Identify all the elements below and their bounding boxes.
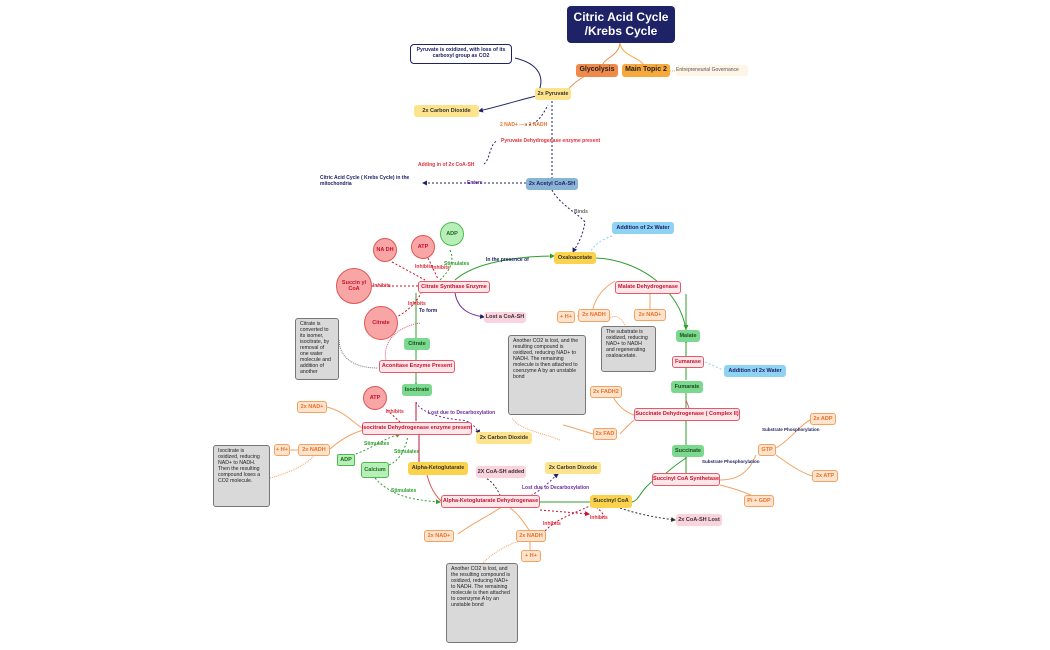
co2-node-c[interactable]: 2x Carbon Dioxide — [545, 462, 601, 474]
inhibits-label-g: Inhibits — [590, 515, 608, 521]
stimulates-label-a: Stimulates — [444, 261, 470, 267]
main-topic-node[interactable]: Main Topic 2 — [622, 64, 670, 77]
citrate-node[interactable]: Citrate — [404, 338, 430, 350]
pi-gdp-node[interactable]: Pi + GDP — [744, 495, 774, 507]
co2-node-b[interactable]: 2x Carbon Dioxide — [476, 432, 532, 444]
succinate-node[interactable]: Succinate — [672, 445, 704, 457]
hplus-node-b[interactable]: + H+ — [521, 550, 541, 562]
substrate-phos-label-a: Substrate Phosphorylation — [762, 427, 820, 432]
adp-node-b[interactable]: ADP — [337, 454, 355, 466]
enters-label: Enters — [467, 180, 483, 186]
nadh-circle[interactable]: NA DH — [373, 238, 397, 262]
co2-node-a[interactable]: 2x Carbon Dioxide — [414, 105, 479, 117]
water-node-a[interactable]: Addition of 2x Water — [612, 222, 674, 234]
nadh-node-a[interactable]: 2x NADH — [298, 444, 330, 456]
nad-conversion-label: 2 NAD+ ---> 2 NADH — [500, 122, 548, 128]
stimulates-label-b: Stimulates — [364, 441, 390, 447]
fumarase-node[interactable]: Fumarase — [672, 356, 704, 368]
to-form-label: To form — [419, 308, 438, 314]
lost-coa-node[interactable]: Lost a CoA-SH — [484, 312, 526, 323]
malate-node[interactable]: Malate — [676, 330, 700, 342]
isocitrate-dh-node[interactable]: Isocitrate Dehydrogenase enzyme present — [362, 422, 472, 435]
adding-coa-label: Adding in of 2x CoA-SH — [418, 162, 475, 168]
atp-node-c[interactable]: 2x ATP — [812, 470, 838, 482]
nadh-node-c[interactable]: 2x NADH — [578, 309, 610, 322]
governance-label: Entrepreneurial Governance — [676, 65, 748, 76]
inhibits-label-c: Inhibits — [373, 283, 391, 289]
fumarate-node[interactable]: Fumarate — [671, 381, 703, 393]
stimulates-label-c: Stimulates — [394, 449, 420, 455]
atp-circle-a[interactable]: ATP — [411, 235, 435, 259]
pyruvate-node[interactable]: 2x Pyruvate — [535, 88, 571, 100]
nad-plus-node-b[interactable]: 2x NAD+ — [424, 530, 454, 542]
presence-label: In the presence of — [486, 257, 529, 263]
inhibits-label-a: Inhibits — [415, 264, 433, 270]
alpha-ketoglutarate-node[interactable]: Alpha-Ketoglutarate — [408, 462, 468, 475]
inhibits-label-e: Inhibits — [386, 409, 404, 415]
malate-note: The substrate is oxidized, reducing NAD+… — [601, 326, 656, 372]
inhibits-label-d: Inhibits — [408, 301, 426, 307]
pdh-label: Pyruvate Dehydrogenase enzyme present — [501, 138, 601, 144]
akg-dh-node[interactable]: Alpha-Ketoglutarate Dehydrogenase — [441, 495, 540, 508]
nad-plus-node-a[interactable]: 2x NAD+ — [297, 401, 327, 413]
isocitrate-note: Isocitrate is oxidized, reducing NAD+ to… — [213, 445, 270, 507]
acetyl-coa-node[interactable]: 2x Acetyl CoA-SH — [526, 178, 578, 190]
glycolysis-node[interactable]: Glycolysis — [576, 64, 618, 77]
adp-node-c[interactable]: 2x ADP — [810, 413, 836, 425]
inhibits-label-f: Inhibits — [543, 521, 561, 527]
fad-node[interactable]: 2x FAD — [593, 428, 617, 440]
calcium-node[interactable]: Calcium — [361, 462, 389, 478]
sdh-node[interactable]: Succinate Dehydrogenase ( Complex II) — [634, 408, 740, 421]
citrate-circle[interactable]: Citrate — [364, 306, 398, 340]
nadh-node-b[interactable]: 2x NADH — [516, 530, 546, 542]
coa-lost-node[interactable]: 2x CoA-SH Lost — [676, 514, 722, 526]
binds-label: Binds — [574, 209, 588, 215]
atp-circle-b[interactable]: ATP — [363, 386, 387, 410]
mitochondria-label: Citric Acid Cycle ( Krebs Cycle) in the … — [320, 175, 410, 187]
gtp-node[interactable]: GTP — [758, 444, 776, 456]
lost-decarb-label-a: Lost due to Decarboxylation — [428, 410, 496, 416]
substrate-phos-label-b: Substrate Phosphorylation — [702, 459, 760, 464]
mid-note: Another CO2 is lost, and the resulting c… — [508, 335, 586, 415]
adp-circle-a[interactable]: ADP — [440, 222, 464, 246]
hplus-node-a[interactable]: + H+ — [274, 444, 290, 456]
malate-dh-node[interactable]: Malate Dehydrogenase — [615, 281, 681, 294]
stimulates-label-d: Stimulates — [391, 488, 417, 494]
hplus-node-c[interactable]: + H+ — [557, 311, 575, 323]
akg-note: Another CO2 is lost, and the resulting c… — [446, 563, 518, 643]
isocitrate-node[interactable]: Isocitrate — [402, 384, 432, 396]
lost-decarb-label-b: Lost due to Decarboxylation — [522, 485, 590, 491]
oxaloacetate-node[interactable]: Oxaloacetate — [554, 252, 596, 264]
fadh2-node[interactable]: 2x FADH2 — [590, 386, 622, 398]
succinyl-coa-circle[interactable]: Succin yl CoA — [336, 268, 372, 304]
scs-node[interactable]: Succinyl CoA Synthetase — [652, 473, 720, 486]
citrate-synthase-node[interactable]: Citrate Synthase Enzyme — [418, 281, 490, 293]
water-node-b[interactable]: Addition of 2x Water — [724, 365, 786, 377]
inhibits-label-b: Inhibits — [432, 265, 450, 271]
page-title: Citric Acid Cycle /Krebs Cycle — [567, 6, 675, 43]
coa-added-node[interactable]: 2X CoA-SH added — [476, 466, 526, 478]
succinyl-coa-node[interactable]: Succinyl CoA — [590, 495, 632, 508]
citrate-note: Citrate is converted to its isomer, isoc… — [295, 318, 339, 380]
pyruvate-note: Pyruvate is oxidized, with loss of its c… — [410, 44, 512, 64]
aconitase-node[interactable]: Aconitase Enzyme Present — [379, 360, 455, 373]
nad-plus-node-c[interactable]: 2x NAD+ — [634, 309, 666, 321]
